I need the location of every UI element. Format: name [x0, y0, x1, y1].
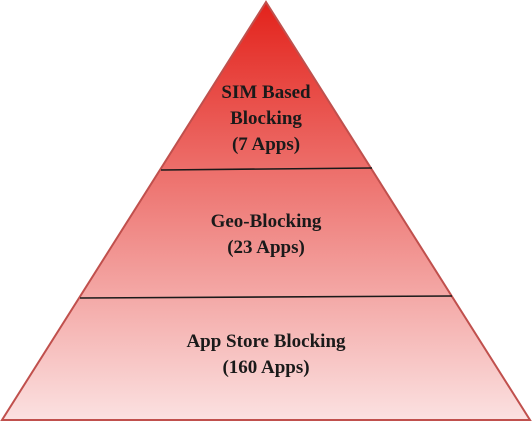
tier-label-geo-blocking: Geo-Blocking (23 Apps) [0, 209, 532, 261]
tier-divider-top [160, 167, 373, 171]
tier-label-sim-based: SIM Based Blocking (7 Apps) [0, 80, 532, 158]
tier-middle-line-1: Geo-Blocking [210, 211, 322, 232]
tier-top-line-2: Blocking [230, 108, 302, 129]
tier-bottom-line-1: App Store Blocking [186, 331, 346, 352]
tier-divider-bottom [79, 295, 453, 299]
tier-label-app-store-blocking: App Store Blocking (160 Apps) [0, 329, 532, 381]
tier-bottom-line-2: (160 Apps) [222, 357, 310, 378]
tier-top-line-3: (7 Apps) [231, 134, 301, 155]
tier-top-line-1: SIM Based [221, 82, 311, 103]
tier-middle-line-2: (23 Apps) [227, 237, 305, 258]
